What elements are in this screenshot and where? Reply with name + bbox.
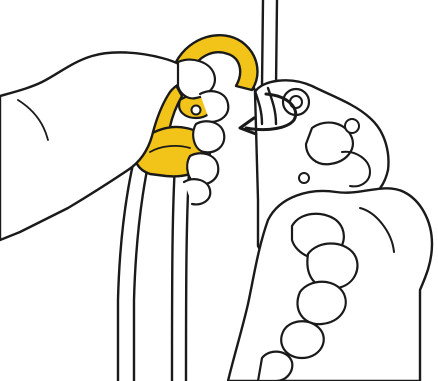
left-finger-2 <box>192 120 226 154</box>
left-finger-3 <box>186 152 220 186</box>
right-finger-3 <box>296 280 347 326</box>
carabiner-base-detail <box>149 145 191 153</box>
arrow-curve <box>244 92 298 132</box>
rope-front-left <box>252 86 264 126</box>
device-axle <box>344 118 360 134</box>
device-rivet <box>298 172 310 184</box>
right-finger-2 <box>306 242 359 290</box>
carabiner-sleeve-pin <box>190 104 202 116</box>
right-finger-5 <box>256 350 294 381</box>
left-finger-4 <box>182 178 212 206</box>
left-finger-1 <box>198 90 230 124</box>
left-hand <box>0 51 230 242</box>
arrow-head <box>238 116 258 136</box>
device-cam <box>304 121 354 166</box>
left-wrist-crease <box>17 99 49 141</box>
motion-arrow <box>238 92 298 136</box>
right-finger-4 <box>280 320 325 360</box>
device-lever-edge <box>341 150 371 188</box>
rope-front-right <box>266 86 278 126</box>
rope-front-segment <box>252 86 278 126</box>
right-knuckle-line <box>359 207 395 253</box>
carabiner-gate-arc <box>174 34 259 92</box>
